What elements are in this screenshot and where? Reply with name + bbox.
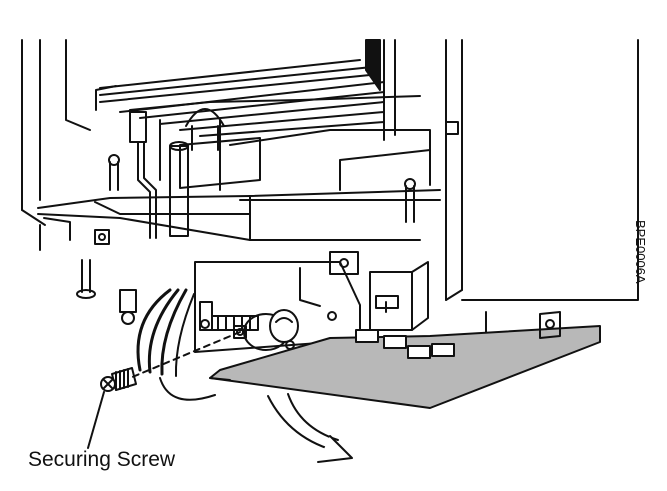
relay-box	[369, 261, 429, 331]
screw-hole	[233, 325, 247, 339]
securing-screw-label: Securing Screw	[28, 448, 176, 471]
mounting-plate	[37, 95, 441, 241]
securing-screw	[100, 331, 241, 392]
handle-bracket	[179, 108, 261, 189]
heat-sink-fins	[65, 39, 396, 141]
cabinet-frame	[21, 39, 639, 301]
swing-down-arrow	[267, 393, 353, 463]
wire-harness	[119, 288, 216, 401]
terminal-tray	[209, 311, 601, 409]
relay-component	[129, 111, 157, 239]
vertical-post	[169, 141, 189, 237]
callout-leader	[87, 391, 105, 449]
figure-code-label: BPE0006A	[633, 220, 648, 284]
